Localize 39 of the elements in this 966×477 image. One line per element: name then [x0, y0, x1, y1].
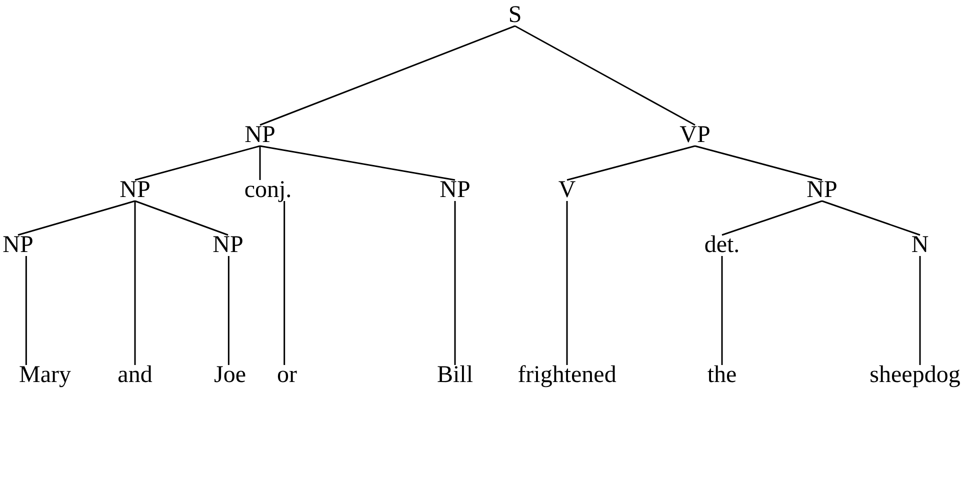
tree-node-label: det. — [704, 232, 740, 258]
tree-node-label: NP — [120, 177, 150, 203]
tree-node-label: V — [558, 177, 576, 203]
tree-branch-line — [566, 201, 568, 365]
tree-branch-line — [722, 200, 822, 236]
tree-branch-line — [514, 25, 696, 126]
tree-branch-line — [260, 145, 456, 181]
tree-branch-line — [134, 201, 136, 365]
word-label: and — [118, 362, 152, 388]
word-label: Bill — [437, 362, 473, 388]
tree-branch-line — [134, 145, 260, 181]
tree-node-label: NP — [2, 232, 34, 258]
word-label: or — [277, 362, 297, 388]
tree-branch-line — [284, 201, 286, 365]
tree-branch-line — [260, 25, 516, 126]
tree-branch-line — [454, 201, 456, 365]
tree-node-label: S — [508, 2, 522, 28]
tree-branch-line — [566, 145, 696, 181]
tree-branch-line — [134, 200, 228, 236]
word-label: sheepdog — [870, 362, 960, 388]
tree-node-label: NP — [806, 177, 838, 203]
tree-branch-line — [25, 256, 27, 365]
tree-branch-line — [822, 200, 920, 236]
tree-branch-line — [228, 256, 230, 365]
tree-node-label: VP — [680, 122, 710, 148]
tree-node-label: conj. — [244, 177, 292, 203]
tree-branch-line — [919, 256, 921, 365]
word-label: the — [707, 362, 737, 388]
tree-branch-line — [694, 145, 822, 181]
tree-branch-line — [18, 200, 136, 236]
tree-node-label: NP — [244, 122, 276, 148]
tree-branch-line — [259, 146, 261, 180]
word-label: Joe — [214, 362, 246, 388]
word-label: frightened — [518, 362, 616, 388]
tree-node-label: N — [911, 232, 929, 258]
tree-node-label: NP — [212, 232, 244, 258]
word-label: Mary — [19, 362, 71, 388]
tree-branch-line — [721, 256, 723, 365]
tree-node-label: NP — [440, 177, 470, 203]
